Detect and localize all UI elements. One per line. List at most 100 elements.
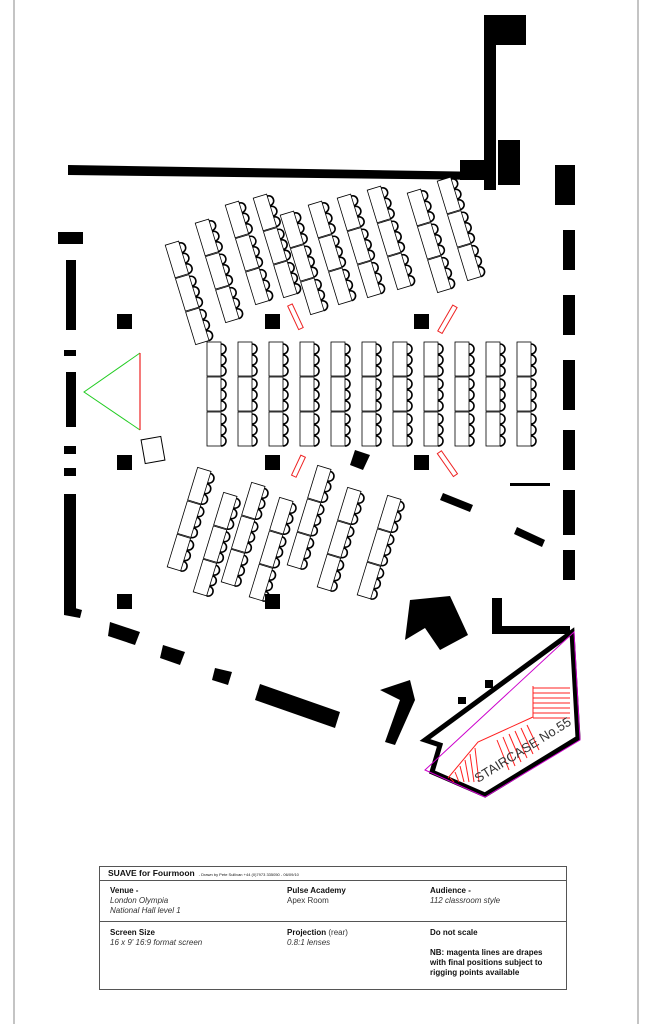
table-column [206,341,227,447]
chair [255,256,264,268]
table-column [406,188,456,294]
chair [178,242,187,254]
chair [406,424,413,436]
chair [437,424,444,436]
chair [406,343,413,355]
chair [344,343,351,355]
table [454,341,470,377]
chair [289,502,297,514]
title-block-row: Screen Size 16 x 9' 16:9 format screen P… [100,923,566,989]
walls [58,15,575,745]
chair [357,216,365,228]
table [454,376,470,412]
chair [282,378,289,390]
chair [307,255,315,268]
chair [282,523,291,535]
chair [251,354,258,366]
stair-tread [464,759,470,783]
chair [437,400,444,412]
chair [406,378,413,390]
chair [313,424,320,436]
chair [375,435,382,447]
pillar [350,450,370,470]
chair [282,424,289,436]
chair [434,233,442,246]
chair [310,266,319,278]
chair [180,560,188,572]
table [366,185,392,224]
chair [310,525,319,537]
table-column [164,240,214,346]
chair [384,197,392,209]
chair [437,365,444,377]
chair [348,289,357,302]
wall-right [563,490,575,535]
chair [461,211,469,223]
chair [282,343,289,355]
chair [245,223,253,235]
chair [242,212,250,224]
chair [344,365,351,377]
chair [468,389,475,401]
table [356,561,382,600]
chair [477,265,486,278]
chair [468,400,475,412]
table [299,411,315,447]
chair [313,354,320,366]
table [485,341,501,377]
table [427,255,452,294]
chair [202,319,211,331]
table [206,376,222,412]
projection-mode: (rear) [328,928,348,937]
chair [383,544,392,556]
chair [206,585,214,597]
chair [205,329,214,342]
table [269,496,294,535]
table [387,252,412,291]
chair [468,424,475,436]
wall-segment [492,598,502,628]
chair [222,263,230,276]
chair [394,230,402,243]
chair [270,205,278,217]
table-column [423,341,444,447]
chair [375,354,382,366]
table [377,494,402,533]
table [164,240,190,279]
chair [313,435,320,447]
chair [364,238,372,251]
chair [272,557,281,569]
stair-tread [502,736,516,767]
client-cell: Pulse Academy Apex Room [287,886,346,906]
chair [235,307,244,320]
table [392,376,408,412]
chair [249,235,257,247]
chair [321,202,330,214]
pillar [458,697,466,704]
table-column [220,481,269,587]
chair [344,354,351,366]
chair [254,508,263,520]
chair [447,277,456,290]
chair [216,552,225,564]
chair [350,195,359,207]
chair [437,378,444,390]
chair [293,282,302,295]
chair [313,514,322,526]
chair [286,513,294,525]
table [446,210,472,248]
table [258,530,284,568]
chair [444,267,453,279]
table [299,341,315,377]
projection-cell: Projection (rear) 0.8:1 lenses [287,928,348,948]
wall-segment [380,680,415,745]
wall-bottom [255,684,340,728]
table-column [192,491,241,597]
chair [280,238,288,251]
chair [499,354,506,366]
chair [467,232,476,244]
table [406,188,432,227]
chair [394,511,402,523]
drape [290,454,307,478]
chair [324,481,332,493]
